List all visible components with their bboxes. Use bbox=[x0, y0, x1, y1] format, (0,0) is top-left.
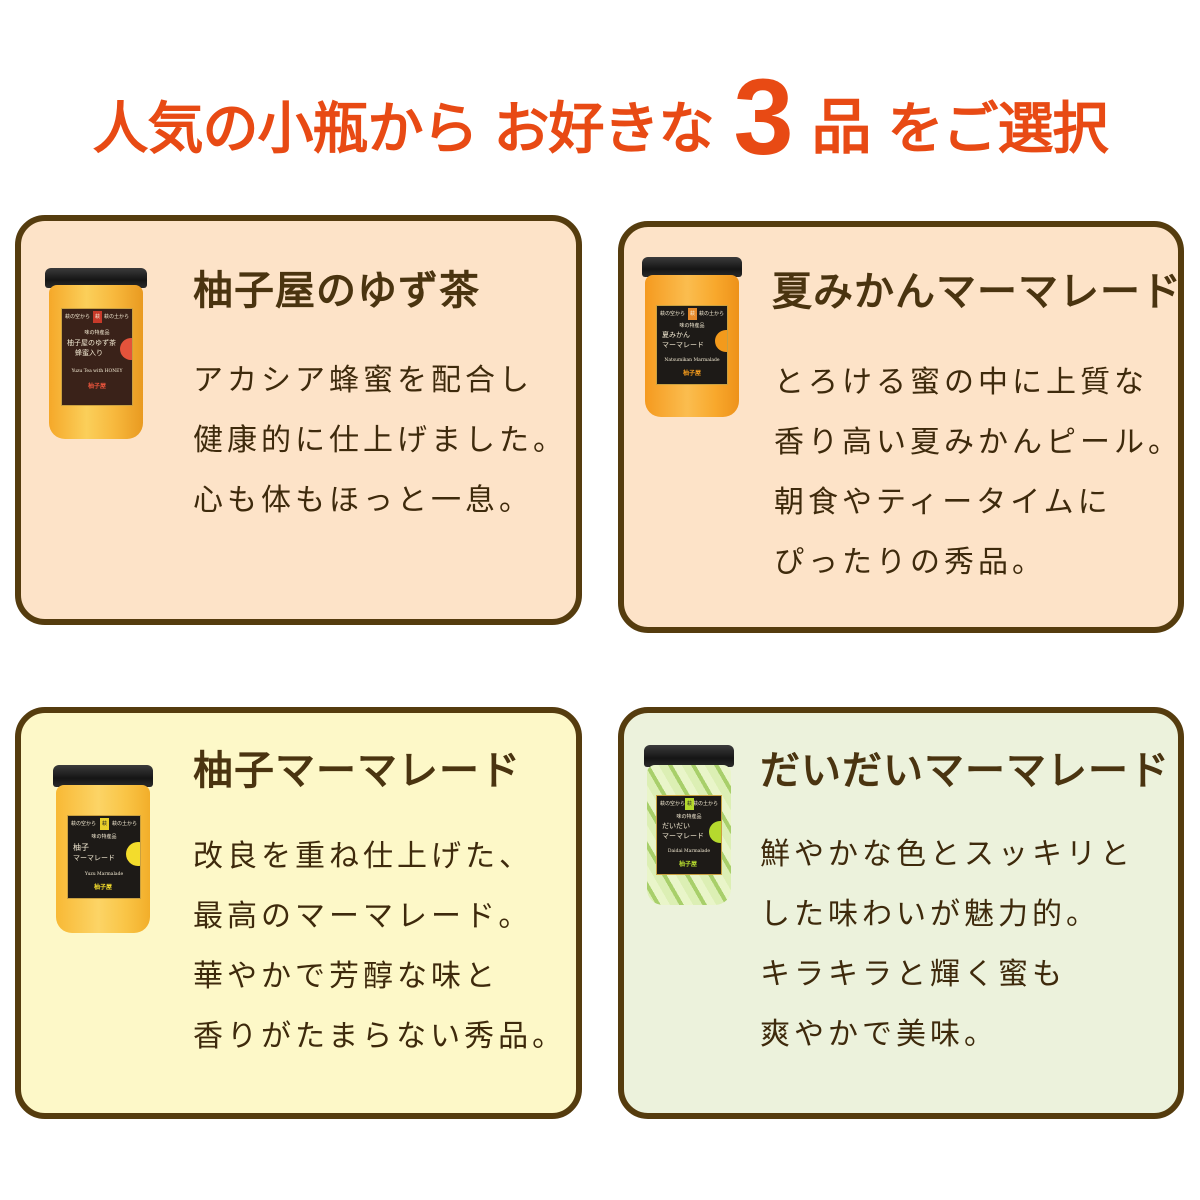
product-description: とろける蜜の中に上質な 香り高い夏みかんピール。 朝食やティータイムに ぴったり… bbox=[774, 365, 1182, 580]
jar-image-yuzu-marmalade: 萩の空から萩の土から 萩 味の特産品 柚子 マーマレード Yuzu Marmal… bbox=[53, 765, 153, 933]
headline-part2: お好きな bbox=[493, 97, 714, 162]
product-title: だいだいマーマレード bbox=[760, 748, 1170, 794]
product-title: 夏みかんマーマレード bbox=[772, 269, 1182, 315]
product-title: 柚子マーマレード bbox=[193, 748, 521, 794]
product-card-natsumikan-marmalade[interactable]: 萩の空から萩の土から 萩 味の特産品 夏みかん マーマレード Natsumika… bbox=[618, 221, 1184, 633]
product-description: アカシア蜂蜜を配合し 健康的に仕上げました。 心も体もほっと一息。 bbox=[193, 363, 567, 518]
headline-number: 3 bbox=[733, 55, 794, 177]
headline-unit: 品 bbox=[811, 93, 872, 163]
headline-part1: 人気の小瓶から bbox=[92, 97, 478, 162]
product-card-daidai-marmalade[interactable]: 萩の空から萩の土から 萩 味の特産品 だいだい マーマレード Daidai Ma… bbox=[618, 707, 1184, 1119]
jar-image-yuzu-tea: 萩の空から萩の土から 萩 味の特産品 柚子屋のゆず茶 蜂蜜入り Yuzu Tea… bbox=[45, 268, 147, 440]
product-description: 改良を重ね仕上げた、 最高のマーマレード。 華やかで芳醇な味と 香りがたまらない… bbox=[193, 839, 567, 1054]
jar-image-natsumikan: 萩の空から萩の土から 萩 味の特産品 夏みかん マーマレード Natsumika… bbox=[642, 257, 742, 417]
headline: 人気の小瓶から お好きな 3 品 をご選択 bbox=[0, 62, 1200, 172]
product-card-yuzu-tea[interactable]: 萩の空から萩の土から 萩 味の特産品 柚子屋のゆず茶 蜂蜜入り Yuzu Tea… bbox=[15, 215, 582, 625]
product-card-yuzu-marmalade[interactable]: 萩の空から萩の土から 萩 味の特産品 柚子 マーマレード Yuzu Marmal… bbox=[15, 707, 582, 1119]
jar-image-daidai: 萩の空から萩の土から 萩 味の特産品 だいだい マーマレード Daidai Ma… bbox=[644, 745, 734, 905]
product-description: 鮮やかな色とスッキリと した味わいが魅力的。 キラキラと輝く蜜も 爽やかで美味。 bbox=[760, 837, 1134, 1052]
headline-part3: をご選択 bbox=[887, 97, 1109, 162]
product-title: 柚子屋のゆず茶 bbox=[193, 268, 480, 314]
